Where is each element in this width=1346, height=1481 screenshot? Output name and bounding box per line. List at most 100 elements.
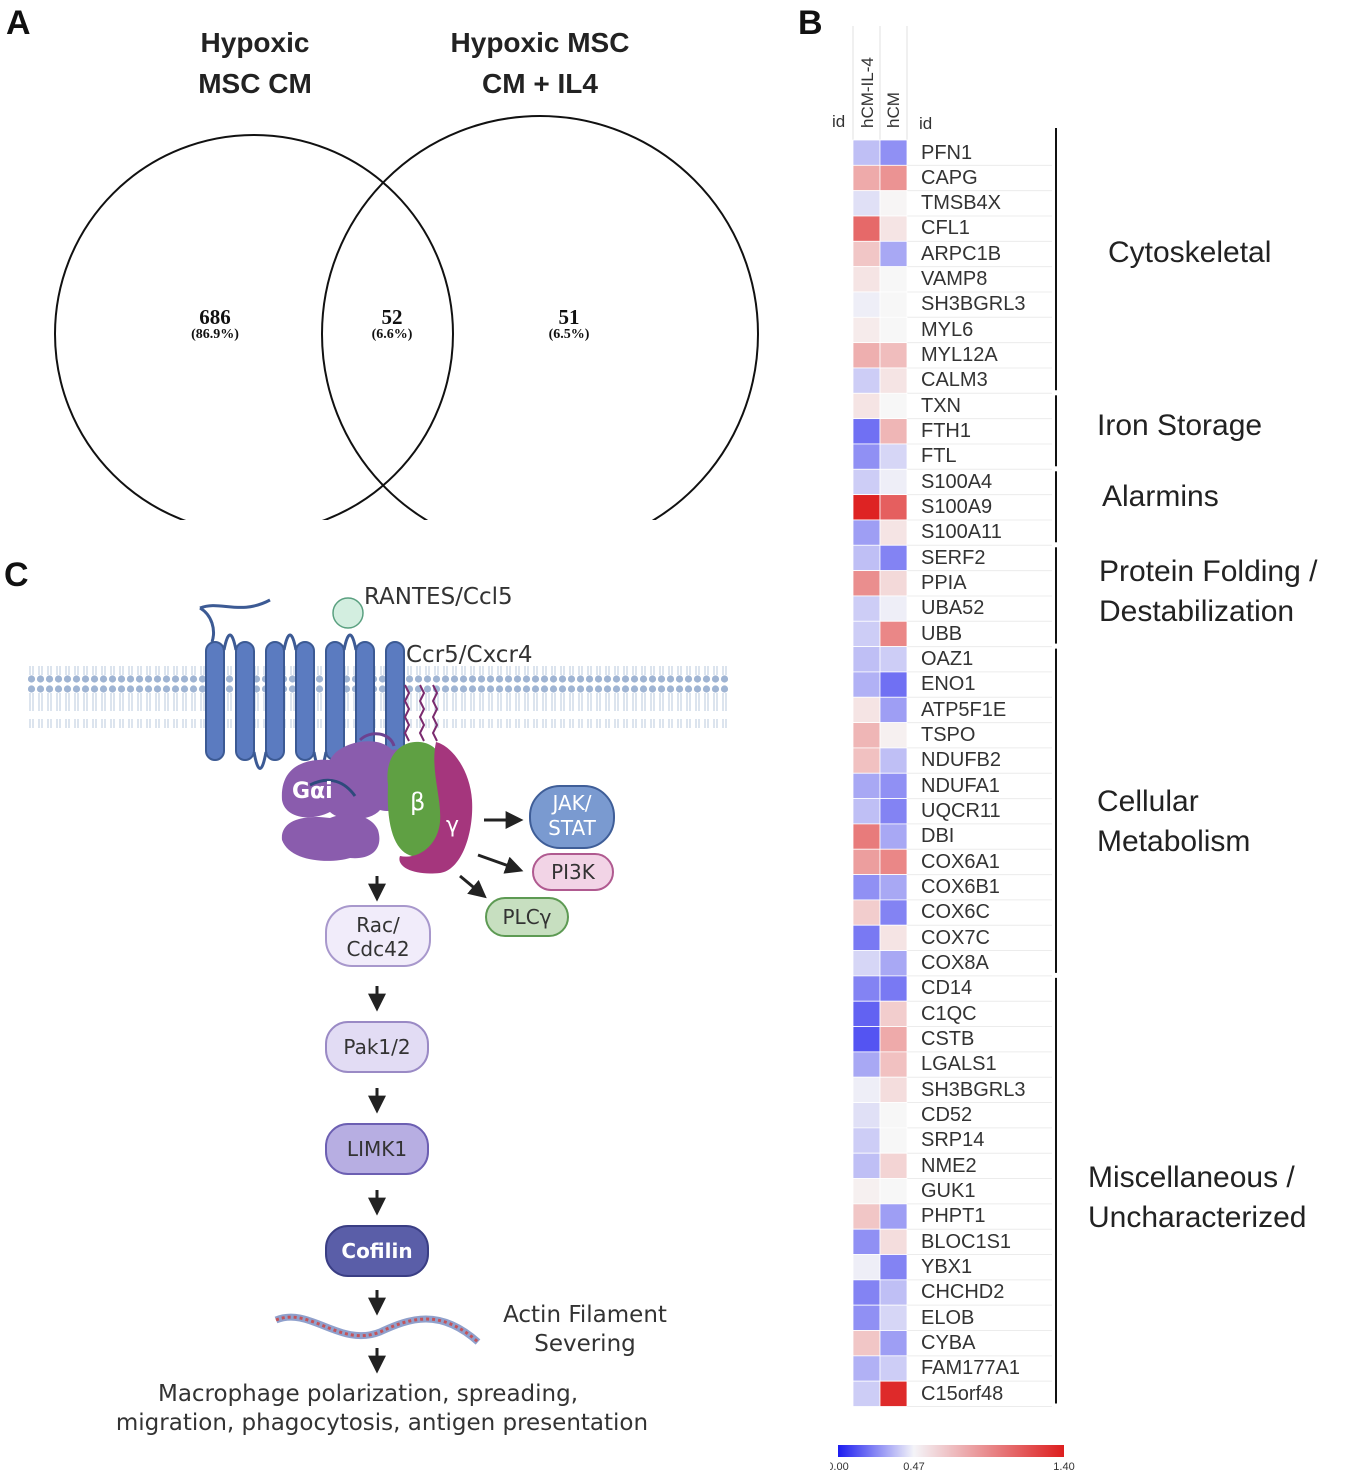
heatmap-cell bbox=[852, 266, 881, 293]
heatmap-cell bbox=[852, 924, 881, 951]
heatmap-cell bbox=[852, 671, 881, 698]
heatmap-cell bbox=[852, 240, 881, 268]
heatmap-cell bbox=[879, 1026, 908, 1053]
heatmap-cell bbox=[852, 1355, 881, 1382]
heatmap-cell bbox=[852, 772, 881, 799]
heatmap-cell bbox=[852, 164, 881, 192]
gene-label: MYL12A bbox=[921, 344, 998, 367]
scale-label-max: 1.40 bbox=[1053, 1461, 1074, 1473]
heatmap-cell bbox=[879, 1178, 908, 1205]
heatmap-cell bbox=[852, 975, 881, 1002]
heatmap-cell bbox=[879, 544, 908, 572]
gene-label: S100A4 bbox=[921, 470, 993, 493]
category-label: Alarmins bbox=[1102, 477, 1219, 517]
heatmap-cell bbox=[879, 418, 908, 445]
heatmap-cell bbox=[852, 899, 881, 926]
gene-label: VAMP8 bbox=[921, 268, 988, 291]
heatmap-cell bbox=[879, 848, 908, 875]
panel-a-letter: A bbox=[6, 4, 31, 42]
heatmap-cell bbox=[852, 519, 881, 546]
heatmap-cell bbox=[879, 1102, 908, 1129]
category-label-line: Alarmins bbox=[1102, 480, 1219, 513]
heatmap-cell bbox=[852, 291, 881, 318]
heatmap-cell bbox=[852, 1304, 881, 1331]
heatmap-cell bbox=[879, 443, 908, 470]
gene-label: BLOC1S1 bbox=[921, 1230, 1012, 1253]
venn-right-circle bbox=[321, 115, 759, 520]
actin-line2: Severing bbox=[534, 1331, 636, 1357]
heatmap-cell bbox=[852, 1076, 881, 1103]
venn-left-pct: (86.9%) bbox=[191, 327, 239, 342]
heatmap-cell bbox=[879, 1127, 908, 1154]
heatmap-cell bbox=[879, 139, 908, 166]
pathway-diagram: RANTES/Ccl5 Ccr5/Cxcr4 Gαi β γ JAK/ STAT… bbox=[28, 584, 728, 1436]
gene-label: UBB bbox=[921, 622, 963, 645]
category-label: Protein Folding /Destabilization bbox=[1099, 552, 1317, 632]
heatmap-cell bbox=[852, 1102, 881, 1129]
heatmap-cell bbox=[879, 367, 908, 394]
limk1-label: LIMK1 bbox=[347, 1137, 407, 1161]
color-scale: 0.00 0.47 1.40 bbox=[830, 1445, 1075, 1473]
gene-label: SERF2 bbox=[921, 546, 986, 569]
heatmap-cell bbox=[879, 620, 908, 648]
heatmap-cell bbox=[879, 468, 908, 496]
cofilin-node bbox=[325, 1225, 429, 1277]
gene-label: ATP5F1E bbox=[921, 698, 1007, 721]
panel-c-letter: C bbox=[4, 556, 29, 594]
heatmap-cell bbox=[852, 468, 881, 496]
heatmap-cell bbox=[879, 519, 908, 546]
heatmap-cell bbox=[852, 874, 881, 901]
venn-right-title-line2: CM + IL4 bbox=[482, 68, 598, 99]
heatmap-cell bbox=[879, 240, 908, 268]
venn-right-region: 51 (6.5%) bbox=[509, 306, 629, 342]
gene-label: GUK1 bbox=[921, 1180, 976, 1203]
rantes-ligand bbox=[332, 597, 364, 629]
gene-label: LGALS1 bbox=[921, 1053, 997, 1076]
venn-middle-region: 52 (6.6%) bbox=[332, 306, 452, 342]
pi3k-node bbox=[532, 853, 614, 891]
gene-label: NDUFB2 bbox=[921, 749, 1002, 772]
heatmap-cell bbox=[852, 646, 881, 673]
g-alpha-label: Gαi bbox=[292, 779, 333, 804]
heatmap-cell bbox=[879, 1279, 908, 1306]
heatmap-cell bbox=[879, 291, 908, 318]
heatmap-cell bbox=[879, 1254, 908, 1281]
heatmap-cell bbox=[879, 1355, 908, 1382]
actin-line1: Actin Filament bbox=[503, 1302, 667, 1328]
heatmap-cell bbox=[879, 1380, 908, 1407]
gene-label: FTH1 bbox=[921, 420, 971, 443]
venn-left-title-line2: MSC CM bbox=[198, 68, 312, 99]
plcg-node bbox=[485, 897, 569, 937]
heatmap-cell bbox=[852, 392, 881, 420]
cell-membrane bbox=[28, 666, 728, 728]
gene-label: TSPO bbox=[921, 724, 976, 747]
gene-label: PFN1 bbox=[921, 141, 973, 164]
category-label-line: Cellular bbox=[1097, 785, 1199, 818]
g-gamma-label: γ bbox=[446, 813, 459, 838]
category-label-line: Uncharacterized bbox=[1088, 1201, 1307, 1234]
outcome-line2: migration, phagocytosis, antigen present… bbox=[116, 1410, 648, 1436]
gene-label: NME2 bbox=[921, 1154, 977, 1177]
venn-left-title-line1: Hypoxic bbox=[200, 27, 310, 58]
heatmap-cell bbox=[852, 1254, 881, 1281]
heatmap-cell bbox=[879, 798, 908, 825]
ligand-label: RANTES/Ccl5 bbox=[364, 584, 513, 610]
venn-left-count: 686 bbox=[199, 305, 231, 329]
heatmap-cell bbox=[879, 646, 908, 673]
heatmap-row-id-label: id bbox=[919, 114, 933, 133]
heatmap-cell bbox=[852, 1000, 881, 1027]
gene-label: YBX1 bbox=[921, 1256, 973, 1279]
heatmap-cell bbox=[879, 950, 908, 977]
heatmap-cell bbox=[852, 1203, 881, 1230]
gene-label: CSTB bbox=[921, 1028, 975, 1051]
gene-label: C15orf48 bbox=[921, 1382, 1004, 1405]
heatmap-cell bbox=[879, 823, 908, 850]
heatmap-cell bbox=[879, 1228, 908, 1255]
heatmap-cell bbox=[879, 316, 908, 344]
heatmap-cell bbox=[852, 848, 881, 875]
venn-right-title-line1: Hypoxic MSC bbox=[450, 27, 630, 58]
heatmap-cell bbox=[879, 595, 908, 622]
gene-label: PHPT1 bbox=[921, 1205, 986, 1228]
